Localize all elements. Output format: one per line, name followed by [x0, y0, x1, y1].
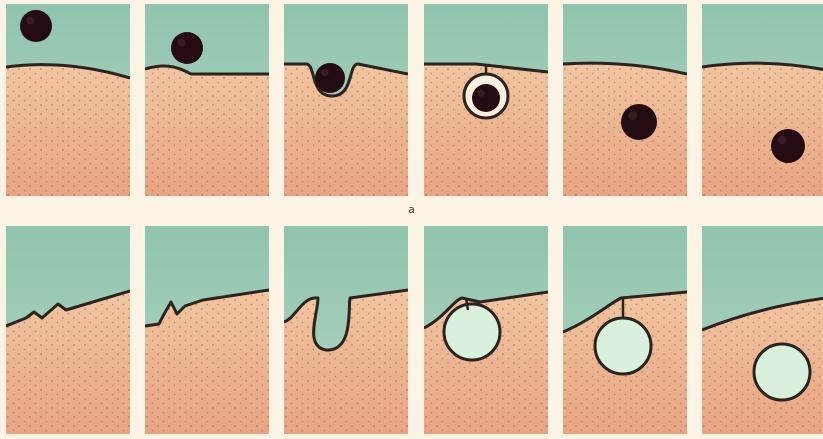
panel-pinocytosis-neck-narrowing — [424, 226, 548, 434]
particle-highlight — [478, 90, 485, 97]
cytoplasm-stipple — [145, 66, 269, 196]
panel-phagocytosis-particle-deep-in-cytoplasm — [702, 4, 823, 196]
vesicle — [444, 304, 500, 360]
panel-pinocytosis-free-vesicle — [702, 226, 823, 434]
solid-particle — [171, 32, 203, 64]
solid-particle — [315, 63, 345, 93]
panel-phagocytosis-internalized-particle — [563, 4, 687, 196]
particle-highlight — [26, 16, 34, 24]
solid-particle — [20, 10, 52, 42]
particle-highlight — [177, 38, 185, 46]
cytoplasm-stipple — [6, 65, 130, 196]
particle-highlight — [778, 136, 787, 145]
panel-pinocytosis-membrane-ruffles — [6, 226, 130, 434]
panel-phagocytosis-particle-approaching — [6, 4, 130, 196]
cytoplasm-stipple — [702, 63, 823, 196]
row-label-a: a — [0, 203, 823, 216]
panel-phagocytosis-vesicle-pinching — [424, 4, 548, 196]
solid-particle — [771, 129, 805, 163]
particle-highlight — [628, 111, 637, 120]
vesicle — [595, 318, 651, 374]
vesicle — [754, 344, 810, 400]
panel-pinocytosis-small-indentation — [145, 226, 269, 434]
particle-highlight — [321, 69, 329, 77]
panel-phagocytosis-particle-contact — [145, 4, 269, 196]
solid-particle — [472, 84, 500, 112]
panel-pinocytosis-deep-invagination — [284, 226, 408, 434]
panel-pinocytosis-vesicle-closing — [563, 226, 687, 434]
panel-phagocytosis-membrane-invagination — [284, 4, 408, 196]
solid-particle — [621, 104, 657, 140]
